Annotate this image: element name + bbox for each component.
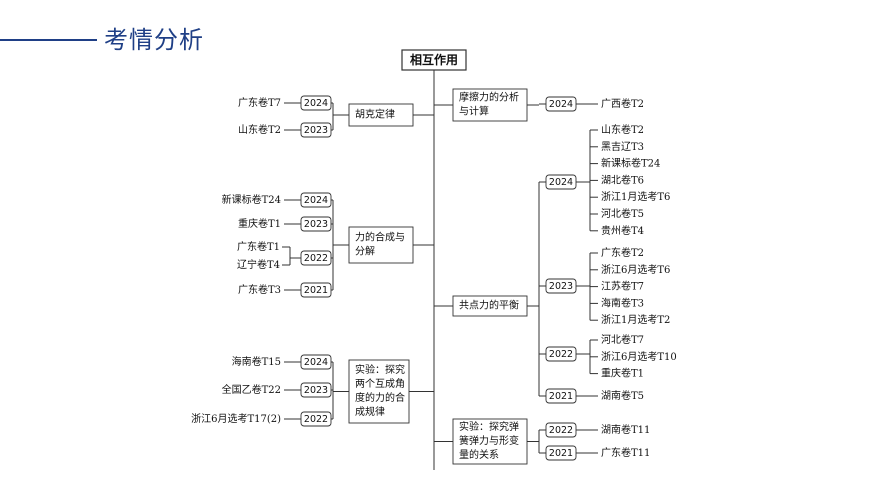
left-topic-3-label-line: 成规律 [355, 405, 385, 418]
year-2021-label: 2021 [304, 285, 328, 296]
year-2022-label: 2022 [304, 253, 328, 264]
right-topic-1-label-line: 与计算 [459, 105, 489, 118]
year-2024-label: 2024 [549, 177, 573, 188]
right-topic-3-label-line: 实验：探究弹 [459, 420, 519, 433]
left-topic-2-box [348, 226, 414, 264]
exam-item: 广东卷T1 [237, 240, 280, 253]
exam-item: 山东卷T2 [238, 123, 281, 136]
left-topic-3-label-line: 实验：探究 [355, 363, 405, 376]
exam-item: 浙江1月选考T6 [601, 190, 670, 203]
header-title: 考情分析 [104, 26, 204, 54]
right-topic-2: 共点力的平衡 [452, 295, 528, 317]
exam-item: 广西卷T2 [601, 97, 644, 110]
exam-item: 新课标卷T24 [601, 157, 660, 170]
year-2023-label: 2023 [304, 219, 328, 230]
left-topic-2-label-line: 分解 [355, 245, 375, 258]
year-2023-label: 2023 [549, 281, 573, 292]
left-topic-3-label-line: 度的力的合 [355, 391, 405, 404]
root-box [401, 49, 467, 71]
year-2021-label: 2021 [549, 391, 573, 402]
left-topic-2-label-line: 力的合成与 [355, 231, 405, 244]
year-2023-label: 2023 [304, 385, 328, 396]
year-2023-label: 2023 [304, 125, 328, 136]
exam-item: 辽宁卷T4 [237, 258, 280, 271]
exam-item: 黑吉辽T3 [601, 141, 644, 153]
exam-item: 海南卷T15 [232, 355, 281, 368]
header-underline [0, 39, 97, 41]
exam-item: 重庆卷T1 [238, 217, 281, 230]
exam-item: 河北卷T7 [601, 333, 644, 346]
exam-item: 浙江6月选考T6 [601, 263, 670, 276]
exam-item: 新课标卷T24 [222, 193, 281, 206]
year-2024-label: 2024 [304, 357, 328, 368]
exam-item: 广东卷T7 [238, 96, 281, 109]
year-2022-label: 2022 [304, 414, 328, 425]
exam-item: 广东卷T3 [238, 283, 281, 296]
year-2024-label: 2024 [549, 99, 573, 110]
right-topic-3-label-line: 量的关系 [459, 448, 499, 461]
exam-item: 重庆卷T1 [601, 367, 644, 380]
left-topic-3-box [348, 359, 410, 424]
year-2021-label: 2021 [549, 448, 573, 459]
exam-item: 海南卷T3 [601, 296, 644, 309]
year-2022-label: 2022 [549, 349, 573, 360]
left-topic-3-label-line: 两个互成角 [355, 378, 405, 390]
exam-item: 湖北卷T6 [601, 173, 644, 186]
left-topic-1: 胡克定律 [348, 103, 414, 127]
exam-item: 山东卷T2 [601, 123, 644, 136]
exam-item: 浙江1月选考T2 [601, 313, 670, 326]
exam-item: 全国乙卷T22 [222, 383, 281, 396]
right-topic-3-box [452, 418, 528, 465]
exam-item: 贵州卷T4 [601, 224, 644, 237]
exam-item: 广东卷T11 [601, 446, 650, 459]
right-topic-1-label-line: 摩擦力的分析 [459, 91, 519, 104]
left-topic-1-label-line: 胡克定律 [355, 108, 395, 121]
exam-item: 湖南卷T5 [601, 389, 644, 402]
exam-item: 广东卷T2 [601, 246, 644, 259]
exam-item: 湖南卷T11 [601, 423, 650, 436]
year-2024-label: 2024 [304, 98, 328, 109]
right-topic-3-label-line: 簧弹力与形变 [459, 434, 519, 447]
year-2022-label: 2022 [549, 425, 573, 436]
year-2024-label: 2024 [304, 195, 328, 206]
exam-item: 江苏卷T7 [601, 280, 644, 293]
exam-item: 浙江6月选考T10 [601, 350, 677, 363]
root-label: 相互作用 [410, 52, 458, 67]
exam-item: 浙江6月选考T17(2) [191, 412, 281, 425]
right-topic-2-label-line: 共点力的平衡 [459, 299, 519, 312]
exam-item: 河北卷T5 [601, 207, 644, 220]
right-topic-1-box [452, 88, 528, 122]
